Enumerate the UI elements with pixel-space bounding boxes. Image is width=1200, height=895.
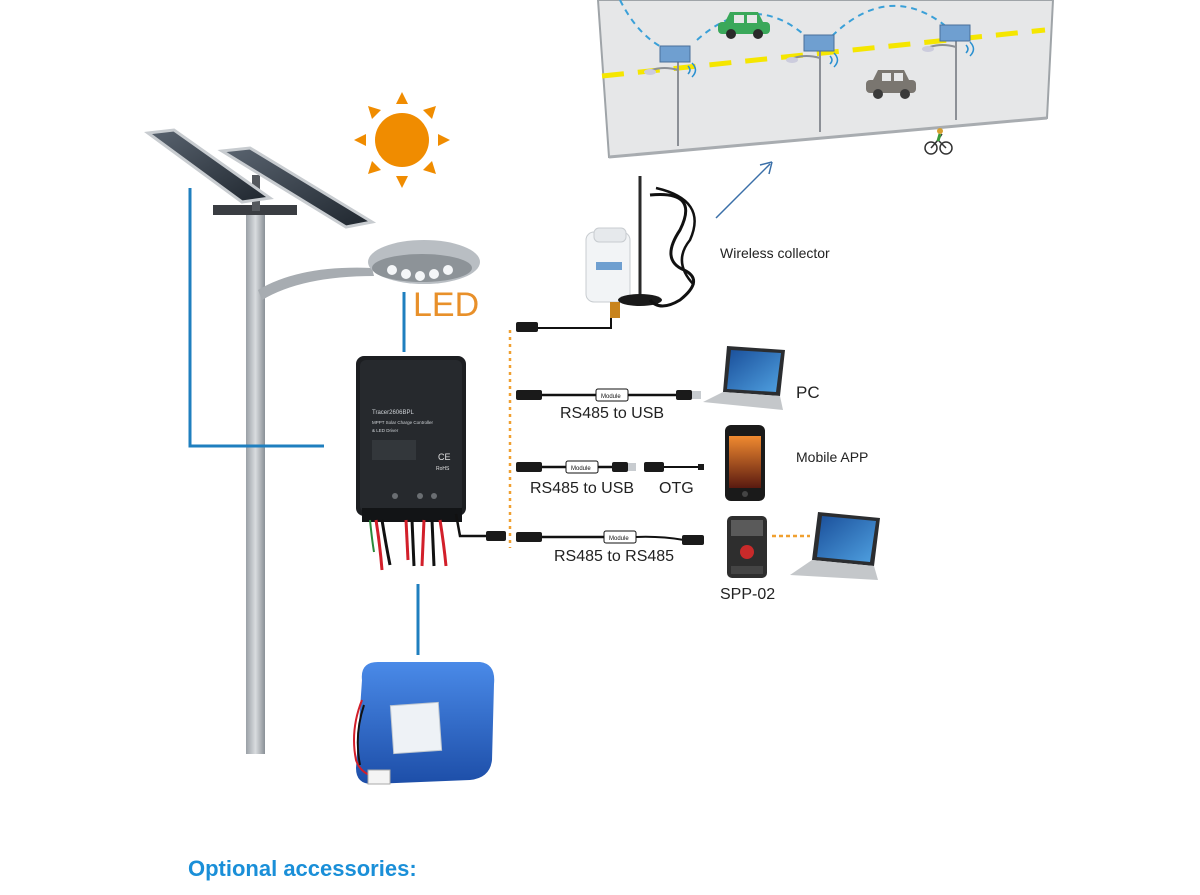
controller-cables: [369, 519, 448, 571]
charge-controller: Tracer2606BPL MPPT Solar Charge Controll…: [356, 356, 506, 571]
rs485-usb-mobile-label: RS485 to USB: [530, 480, 635, 497]
led-lamp-icon: [368, 240, 480, 284]
rohs-mark: RoHS: [436, 466, 450, 472]
controller-line-2: & LED Driver: [372, 428, 399, 433]
optional-accessories-heading: Optional accessories:: [188, 856, 417, 881]
sun-icon: [354, 92, 450, 188]
arrow-head: [759, 161, 773, 175]
bicycle-icon: [924, 128, 953, 155]
road-scene: [596, 0, 1055, 159]
wireless-arc: [696, 13, 811, 41]
pc-label: PC: [796, 383, 820, 402]
wireless-arc: [831, 5, 949, 37]
wireless-collector: [516, 176, 696, 332]
mobile-app-label: Mobile APP: [796, 449, 869, 465]
controller-line-1: MPPT Solar Charge Controller: [372, 420, 433, 425]
wifi-icon: [829, 52, 839, 68]
rs485-usb-cable-mobile: Module: [516, 460, 704, 474]
solar-panel-icon: [659, 45, 691, 63]
solar-panel-icon: [939, 24, 971, 42]
otg-label: OTG: [659, 480, 694, 497]
smartphone-icon: [725, 425, 765, 501]
wifi-icon: [965, 41, 975, 57]
otg-adapter: [644, 462, 664, 472]
car-icon: [718, 12, 770, 39]
spp02-label: SPP-02: [720, 586, 776, 603]
antenna-icon: [618, 176, 696, 308]
car-icon: [866, 70, 916, 99]
led-label: LED: [413, 286, 480, 324]
usb-plug-icon: [676, 390, 692, 400]
rs485-usb-label: RS485 to USB: [560, 405, 665, 422]
battery-pack: [353, 662, 495, 785]
laptop-icon: [790, 512, 880, 580]
blue-wiring: [188, 188, 420, 655]
laptop-icon: [703, 346, 785, 410]
wireless-collector-label: Wireless collector: [720, 245, 830, 261]
scene-pole: [922, 24, 975, 120]
led-lamp-icon: [644, 69, 656, 75]
controller-model: Tracer2606BPL: [372, 410, 414, 416]
module-tag-label: Module: [601, 394, 621, 400]
rs485-rs485-label: RS485 to RS485: [554, 548, 675, 565]
uplink-arrow: [715, 163, 771, 219]
scene-pole: [644, 45, 697, 146]
led-lamp-icon: [922, 46, 934, 52]
module-tag-label: Module: [609, 536, 629, 542]
rs485-rs485-cable: Module: [516, 530, 704, 545]
lane-divider: [601, 27, 1046, 79]
spp02-device: [727, 516, 767, 578]
solar-panel-icon: [144, 128, 377, 229]
ce-mark: CE: [438, 452, 451, 462]
scene-pole: [786, 34, 839, 132]
street-light-pole: [213, 175, 374, 754]
road-edge: [608, 116, 1048, 159]
usb-plug-icon: [612, 462, 628, 472]
led-lamp-icon: [786, 57, 798, 63]
module-tag-label: Module: [571, 466, 591, 472]
rs485-usb-cable-pc: Module: [516, 388, 701, 402]
solar-panel-icon: [803, 34, 835, 52]
wifi-icon: [687, 62, 697, 78]
